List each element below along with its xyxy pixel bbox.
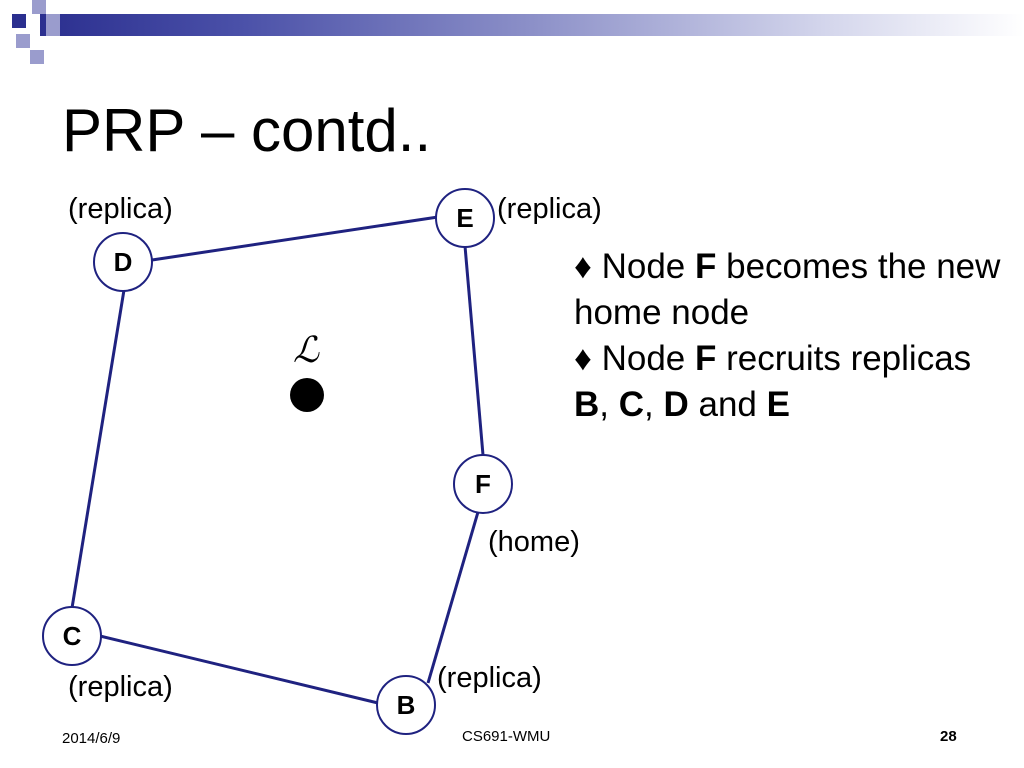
node-b: B	[376, 675, 436, 735]
decor-square	[12, 14, 26, 28]
node-c: C	[42, 606, 102, 666]
bullet-bold: B	[574, 385, 600, 424]
bullet-list: ♦ Node F becomes the new home node ♦ Nod…	[574, 244, 1004, 428]
edge-e-f	[463, 245, 485, 456]
slide-title: PRP – contd..	[62, 97, 432, 164]
bullet-item: ♦ Node F recruits replicas B, C, D and E	[574, 336, 1004, 428]
decor-square	[32, 0, 46, 14]
node-label-d: D	[114, 247, 133, 277]
bullet-bold: E	[766, 385, 790, 424]
annotation-b: (replica)	[437, 662, 542, 694]
node-e: E	[435, 188, 495, 248]
bullet-text: becomes the new home node	[574, 247, 1001, 332]
node-label-f: F	[475, 469, 491, 499]
bullet-bold: D	[663, 385, 689, 424]
edge-d-c	[70, 289, 126, 609]
bullet-text: ,	[599, 385, 619, 424]
edge-d-e	[151, 215, 439, 262]
node-f: F	[453, 454, 513, 514]
node-label-e: E	[456, 203, 473, 233]
bullet-bold: F	[694, 339, 717, 378]
diamond-bullet-icon: ♦	[574, 339, 592, 378]
annotation-c: (replica)	[68, 671, 173, 703]
node-d: D	[93, 232, 153, 292]
bullet-text: recruits replicas	[716, 339, 972, 378]
decor-square	[46, 14, 60, 36]
bullet-text: and	[688, 385, 767, 424]
diamond-bullet-icon: ♦	[574, 247, 592, 286]
decor-square	[16, 34, 30, 48]
edge-c-b	[99, 634, 379, 705]
bullet-text: Node	[591, 247, 695, 286]
decor-square	[30, 50, 44, 64]
annotation-e: (replica)	[497, 193, 602, 225]
footer-course: CS691-WMU	[462, 728, 551, 745]
bullet-bold: F	[694, 247, 717, 286]
annotation-f: (home)	[488, 526, 580, 558]
bullet-bold: C	[618, 385, 645, 424]
location-symbol: ℒ	[293, 330, 320, 371]
edge-f-b	[426, 511, 480, 684]
bullet-text: Node	[591, 339, 695, 378]
header-gradient-bar	[40, 14, 1024, 36]
location-dot	[290, 378, 324, 412]
node-label-c: C	[63, 621, 82, 651]
footer-date: 2014/6/9	[62, 730, 121, 747]
bullet-item: ♦ Node F becomes the new home node	[574, 244, 1004, 336]
node-label-b: B	[397, 690, 416, 720]
bullet-text: ,	[644, 385, 664, 424]
footer-page-number: 28	[940, 728, 957, 745]
annotation-d: (replica)	[68, 193, 173, 225]
